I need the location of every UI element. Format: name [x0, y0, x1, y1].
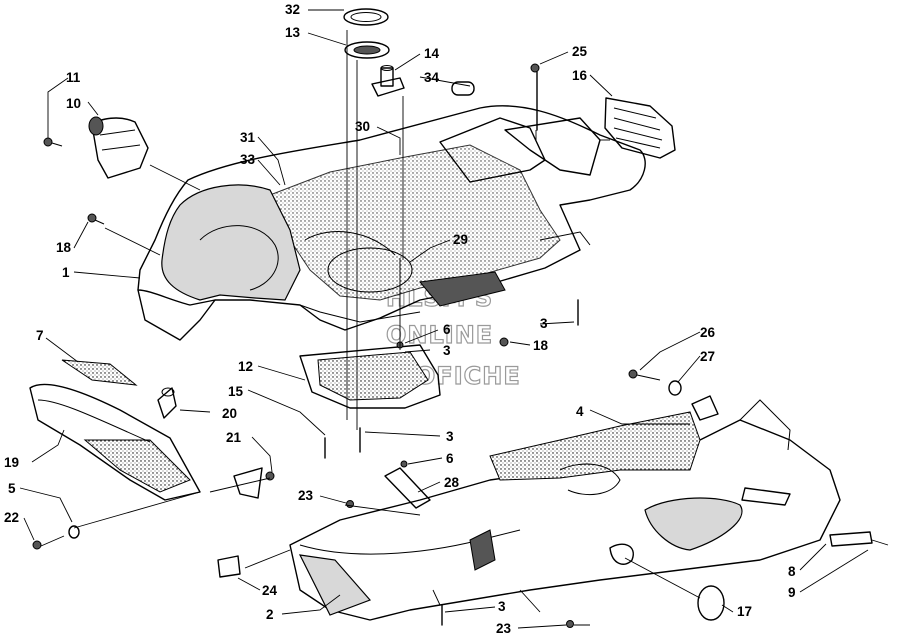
callout-17: 17	[737, 604, 752, 619]
part-13-gasket	[344, 41, 390, 59]
callout-22: 22	[4, 510, 19, 525]
callout-12: 12	[238, 359, 253, 374]
part-23-screw-bottom	[566, 620, 574, 628]
callout-16: 16	[572, 68, 588, 83]
callout-23-bottom: 23	[496, 621, 512, 636]
part-16-vent	[604, 97, 676, 159]
callout-11: 11	[66, 70, 81, 85]
callout-3-upper: 3	[443, 343, 451, 358]
part-bracket	[233, 467, 263, 499]
callout-6-lower: 6	[446, 451, 454, 466]
part-26-bolt	[628, 369, 638, 379]
part-5-washer	[68, 525, 80, 539]
callout-29: 29	[453, 232, 468, 247]
part-32-ring	[343, 8, 389, 26]
callout-28: 28	[444, 475, 460, 490]
part-6-screw-lower	[400, 460, 408, 468]
part-8-strip	[829, 531, 873, 547]
callout-34: 34	[424, 70, 440, 85]
part-18-screw-lower	[499, 337, 509, 347]
upper-pan-assembly	[137, 105, 646, 341]
part-21-nut	[265, 471, 275, 481]
part-22-screw	[32, 540, 42, 550]
lower-pan-assembly	[289, 399, 873, 621]
part-28-bracket	[384, 467, 431, 509]
callout-14: 14	[424, 46, 440, 61]
part-10-hose	[88, 116, 149, 179]
callout-4: 4	[576, 404, 584, 419]
callout-8: 8	[788, 564, 796, 579]
callout-21: 21	[226, 430, 242, 445]
callout-31: 31	[240, 130, 256, 145]
callout-6-upper: 6	[443, 322, 451, 337]
callout-27: 27	[700, 349, 715, 364]
part-11-screw	[43, 137, 63, 147]
part-7-pad	[61, 359, 138, 386]
callout-20: 20	[222, 406, 237, 421]
callout-25: 25	[572, 44, 588, 59]
callout-9: 9	[788, 585, 796, 600]
callout-10: 10	[66, 96, 81, 111]
callout-15: 15	[228, 384, 244, 399]
callout-30: 30	[355, 119, 370, 134]
part-27-washer	[668, 380, 682, 396]
callout-7: 7	[36, 328, 44, 343]
callout-23-top: 23	[298, 488, 314, 503]
part-19-bumper	[29, 383, 201, 501]
callout-3-bottom: 3	[498, 599, 506, 614]
callout-32: 32	[285, 2, 300, 17]
callout-1: 1	[62, 265, 70, 280]
part-17-plug	[697, 585, 725, 621]
part-23-screw-top	[346, 500, 354, 508]
callout-13: 13	[285, 25, 301, 40]
callout-5: 5	[8, 481, 16, 496]
part-14-post	[371, 65, 405, 97]
callout-24: 24	[262, 583, 278, 598]
part-20-clip	[157, 387, 177, 419]
callout-18-upper: 18	[56, 240, 72, 255]
callout-3-middle: 3	[446, 429, 454, 444]
callout-19: 19	[4, 455, 19, 470]
part-18-screw-upper	[87, 213, 97, 223]
callout-26: 26	[700, 325, 716, 340]
callout-3-right: 3	[540, 316, 548, 331]
callout-18-lower: 18	[533, 338, 549, 353]
part-25-bolt	[530, 63, 540, 131]
callout-2: 2	[266, 607, 274, 622]
part-24-clip	[217, 555, 241, 578]
part-12-tray	[299, 344, 441, 409]
callout-33: 33	[240, 152, 256, 167]
part-34-sleeve	[451, 81, 475, 96]
